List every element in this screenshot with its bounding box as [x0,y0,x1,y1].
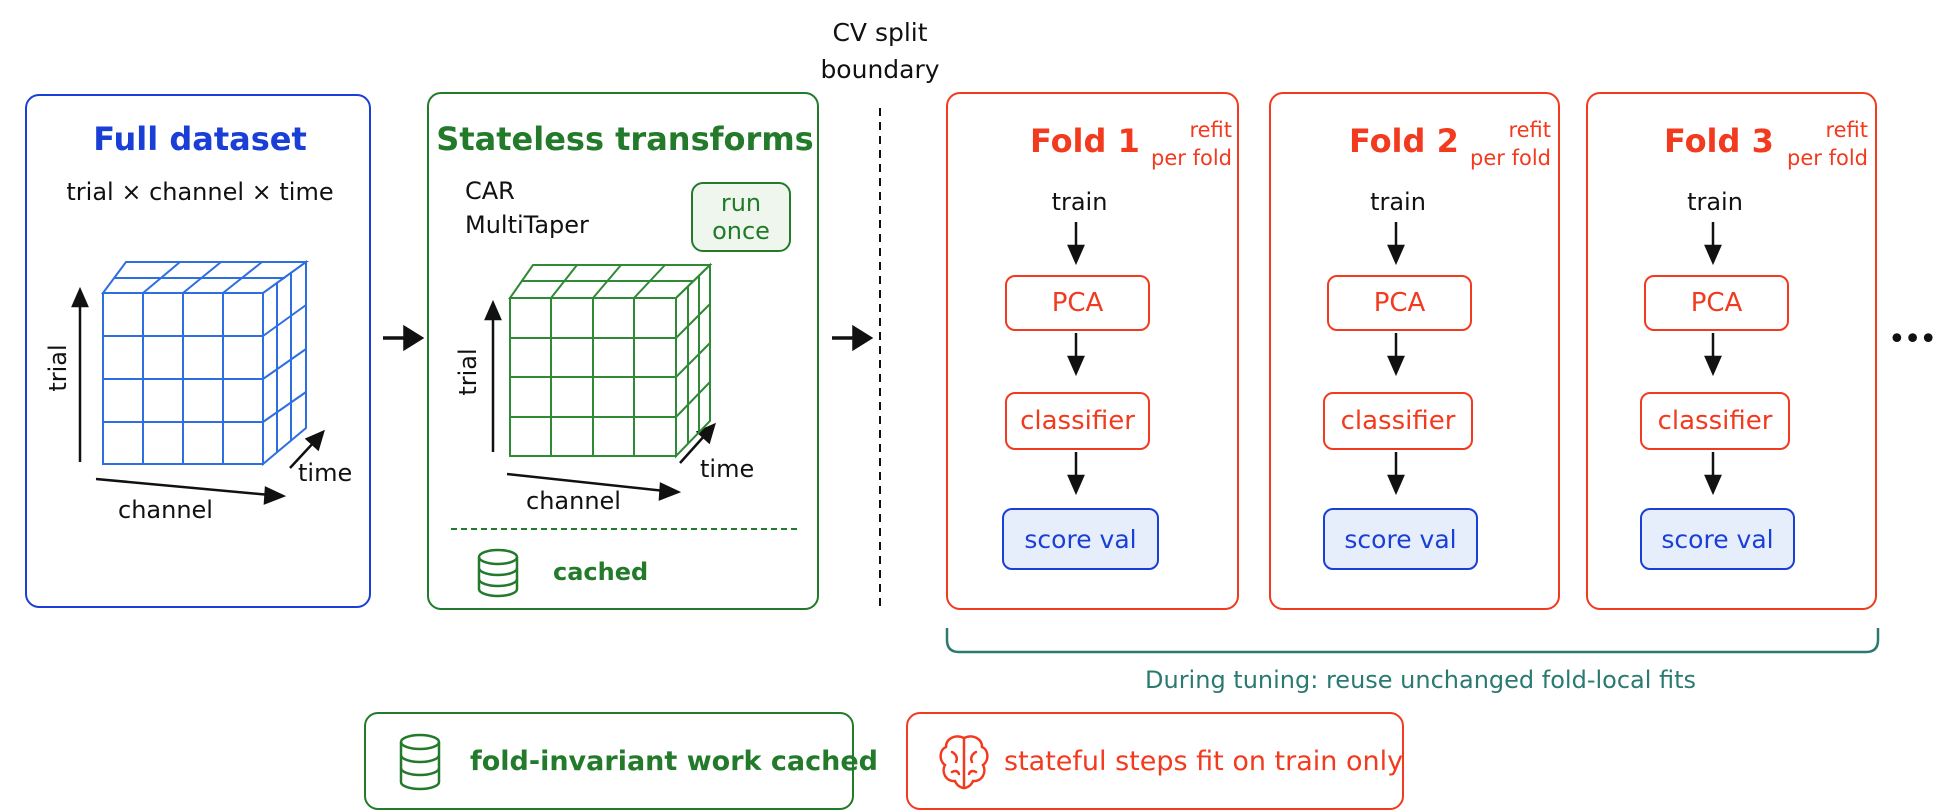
tuning-note: During tuning: reuse unchanged fold-loca… [1145,666,1697,694]
full-dataset-subtitle: trial × channel × time [66,178,334,206]
legend-cached: fold-invariant work cached [364,712,878,810]
fold-1-classifier-box: classifier [1005,392,1150,450]
folds-bracket [945,628,1880,654]
fold-3-pca-box: PCA [1644,275,1789,331]
brain-icon [939,735,989,790]
stateless-axis-channel: channel [526,487,621,515]
fold-2-score-box: score val [1323,508,1478,570]
full-dataset-axis-time: time [298,459,353,487]
fold-2-note-line2: per fold [1470,146,1551,170]
fold-3-score-box: score val [1640,508,1795,570]
full-dataset-axis-channel: channel [118,496,213,524]
cached-label: cached [553,558,649,586]
run-once-line1: run [720,189,762,217]
fold-1-note-line1: refit [1189,118,1232,142]
transform-multitaper: MultiTaper [465,211,589,239]
run-once-line2: once [712,217,770,245]
full-dataset-axis-trial: trial [44,344,72,392]
fold-1-title: Fold 1 [1030,122,1140,160]
cv-split-boundary-label: CV split boundary [815,14,945,88]
fold-1-score-box: score val [1002,508,1159,570]
full-dataset-title: Full dataset [93,120,307,158]
fold-2-panel: Fold 2 refit per fold train PCA classifi… [1269,92,1560,610]
fold-3-panel: Fold 3 refit per fold train PCA classifi… [1586,92,1877,610]
fold-2-train-label: train [1370,188,1426,216]
fold-2-pca-box: PCA [1327,275,1472,331]
stateless-axis-trial: trial [454,348,482,396]
fold-3-note-line1: refit [1825,118,1868,142]
fold-1-note-line2: per fold [1151,146,1232,170]
more-folds-ellipsis-icon: ••• [1888,322,1935,357]
fold-2-refit-note: refit per fold [1467,116,1551,172]
fold-2-note-line1: refit [1508,118,1551,142]
run-once-badge: run once [691,182,791,252]
legend-cached-label: fold-invariant work cached [470,746,878,777]
cv-split-label-line1: CV split [832,18,928,47]
cache-divider [451,528,797,530]
fold-1-panel: Fold 1 refit per fold train PCA classifi… [946,92,1239,610]
stateless-axis-time: time [700,455,755,483]
fold-1-train-label: train [1051,188,1108,216]
fold-3-title: Fold 3 [1664,122,1774,160]
fold-2-classifier-box: classifier [1323,392,1473,450]
full-dataset-panel: Full dataset trial × channel × time [25,94,371,608]
fold-3-note-line2: per fold [1787,146,1868,170]
fold-3-refit-note: refit per fold [1784,116,1868,172]
fold-3-classifier-box: classifier [1640,392,1790,450]
database-icon [399,733,441,791]
fold-2-title: Fold 2 [1349,122,1459,160]
fold-1-refit-note: refit per fold [1148,116,1232,172]
stateless-transforms-panel: Stateless transforms CAR MultiTaper run … [427,92,819,610]
transform-car: CAR [465,177,515,205]
fold-3-train-label: train [1687,188,1743,216]
stateless-transforms-title: Stateless transforms [436,120,814,158]
legend-stateful: stateful steps fit on train only [906,712,1404,810]
cv-split-label-line2: boundary [820,55,940,84]
fold-1-pca-box: PCA [1005,275,1150,331]
legend-stateful-label: stateful steps fit on train only [1004,746,1404,777]
